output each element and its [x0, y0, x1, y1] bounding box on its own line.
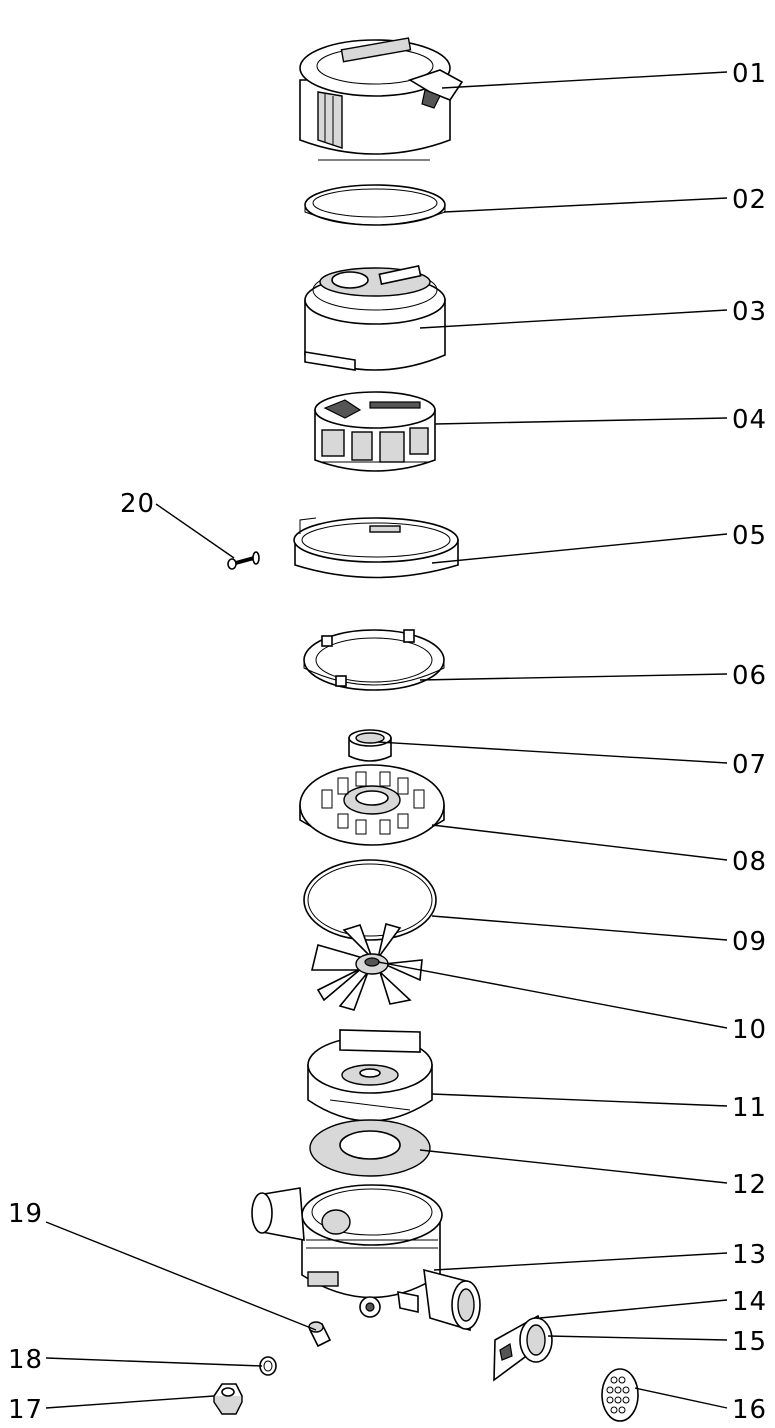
part-label-10: 10 — [732, 1015, 767, 1045]
leader-20 — [155, 503, 235, 559]
leader-17 — [45, 1395, 215, 1409]
leader-15 — [547, 1335, 728, 1341]
impeller-icon — [310, 923, 423, 1011]
retaining-ring-icon — [303, 629, 445, 691]
leader-19 — [45, 1221, 317, 1331]
leader-14 — [539, 1299, 728, 1319]
part-label-15: 15 — [732, 1327, 767, 1357]
adjusting-plug-icon — [213, 1383, 243, 1415]
leader-05 — [431, 533, 728, 564]
part-label-06: 06 — [732, 661, 767, 691]
leader-12 — [419, 1149, 728, 1184]
leader-03 — [419, 309, 728, 329]
adjusting-screw-icon — [308, 1321, 332, 1348]
part-label-07: 07 — [732, 750, 767, 780]
measuring-chamber-icon — [307, 1029, 433, 1122]
clamp-ring-icon — [293, 517, 459, 579]
part-label-13: 13 — [732, 1240, 767, 1270]
leader-11 — [431, 1093, 728, 1107]
leader-lines — [45, 71, 728, 1409]
mesh-strainer-icon — [601, 1368, 639, 1422]
plate-icon — [299, 764, 445, 846]
part-label-09: 09 — [732, 927, 767, 957]
part-label-11: 11 — [732, 1093, 767, 1123]
part-label-05: 05 — [732, 521, 767, 551]
part-label-01: 01 — [732, 59, 767, 89]
part-label-03: 03 — [732, 297, 767, 327]
part-label-19: 19 — [8, 1199, 43, 1229]
washer-icon — [259, 1356, 277, 1376]
register-gear-train-icon — [314, 391, 436, 472]
leader-16 — [634, 1387, 728, 1409]
lid-ring-icon — [304, 184, 446, 226]
part-label-17: 17 — [8, 1395, 43, 1425]
o-ring-icon — [303, 859, 437, 941]
part-label-08: 08 — [732, 847, 767, 877]
part-label-14: 14 — [732, 1287, 767, 1317]
leader-01 — [441, 71, 728, 89]
part-number-labels: 01 02 03 04 05 06 07 08 09 10 11 12 13 1… — [8, 59, 767, 1425]
leader-07 — [377, 741, 728, 764]
leader-13 — [433, 1252, 728, 1271]
flat-gasket-icon — [309, 1119, 431, 1177]
leader-10 — [377, 961, 728, 1029]
meter-body-icon — [251, 1184, 481, 1332]
register-housing-icon — [304, 265, 446, 371]
leader-04 — [434, 417, 728, 425]
leader-09 — [431, 915, 728, 941]
pin-icon — [227, 551, 260, 570]
part-label-20: 20 — [120, 489, 155, 519]
leader-08 — [431, 824, 728, 861]
top-cover-lid-icon — [299, 37, 464, 161]
part-label-18: 18 — [8, 1345, 43, 1375]
part-label-12: 12 — [732, 1170, 767, 1200]
leader-06 — [419, 673, 728, 681]
part-label-04: 04 — [732, 405, 767, 435]
leader-02 — [443, 197, 728, 213]
strainer-seal-icon — [519, 1317, 553, 1363]
part-label-02: 02 — [732, 185, 767, 215]
leader-18 — [45, 1357, 263, 1367]
part-label-16: 16 — [732, 1395, 767, 1425]
magnet-bushing-icon — [348, 729, 392, 762]
